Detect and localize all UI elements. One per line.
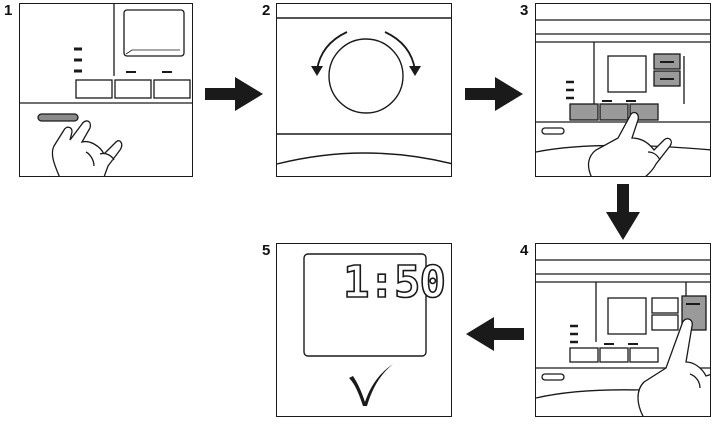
step-3-panel: [535, 3, 711, 177]
step-4-panel: [535, 243, 711, 417]
step-2-number: 2: [262, 3, 270, 18]
hand-press-icon: [52, 121, 121, 177]
step-4-number: 4: [520, 243, 528, 258]
step-5-number: 5: [262, 243, 270, 258]
step-1-illustration: [20, 4, 193, 177]
arrow-right-icon: [205, 77, 263, 111]
arrow-down-icon: [606, 184, 640, 240]
step-2-panel: [276, 3, 452, 177]
check-icon: [349, 364, 393, 406]
time-readout: 1:50: [343, 258, 423, 308]
step-4-illustration: [536, 244, 711, 417]
arrow-right-icon: [465, 77, 523, 111]
step-5-panel: 1:50: [276, 243, 452, 417]
step-1-number: 1: [4, 3, 12, 18]
rotate-knob-icon: [329, 39, 403, 113]
arrow-left-icon: [466, 317, 524, 351]
step-3-illustration: [536, 4, 711, 177]
step-2-illustration: [277, 4, 452, 177]
step-1-panel: [19, 3, 193, 177]
step-3-number: 3: [520, 3, 528, 18]
